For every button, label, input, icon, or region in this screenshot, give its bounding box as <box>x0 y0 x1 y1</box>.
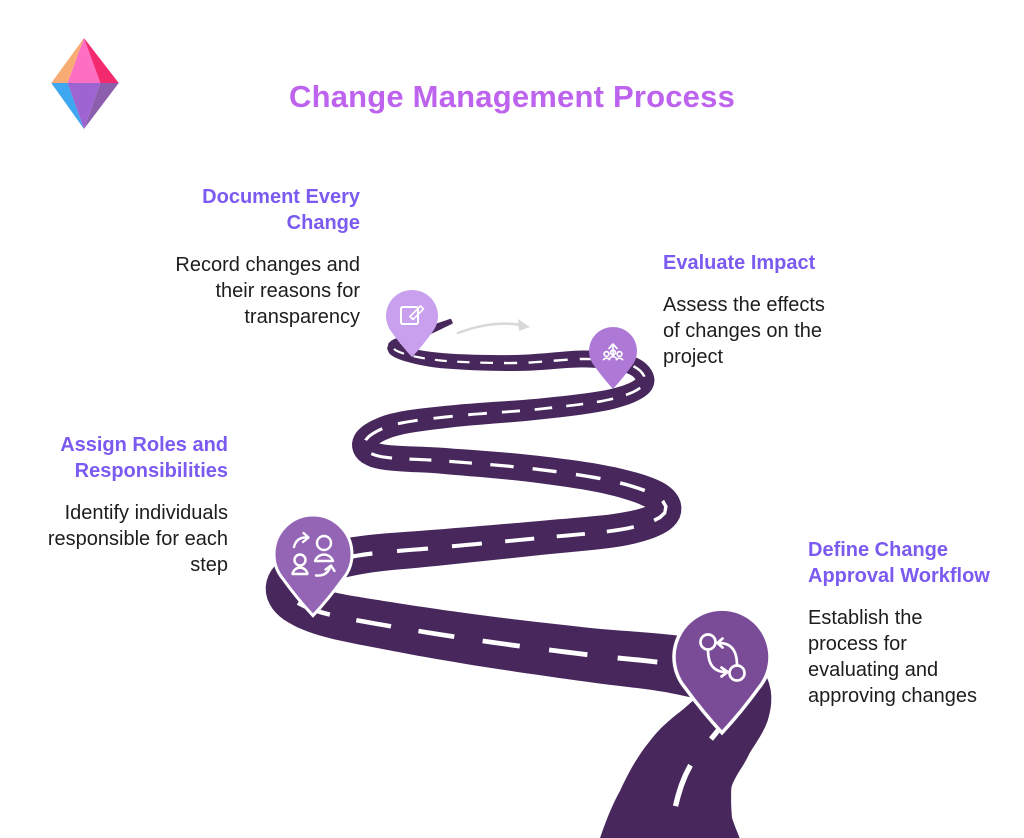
step-body: Identify individuals responsible for eac… <box>48 500 228 578</box>
road-center-dash <box>457 360 470 364</box>
road-center-dash <box>355 618 392 629</box>
road-center-dash <box>370 452 393 460</box>
road-center-dash <box>468 411 487 417</box>
road-center-dash <box>566 402 584 408</box>
road-center-dash <box>505 536 535 544</box>
logo-facet-bottom-center <box>67 82 101 129</box>
step-heading: Evaluate Impact <box>663 250 825 276</box>
road-center-dash <box>617 655 658 665</box>
pin-evaluate-impact <box>589 326 637 389</box>
road-center-dash <box>548 647 588 658</box>
road-center-dash <box>413 355 425 360</box>
step-heading-line: Assign Roles and <box>60 434 228 456</box>
road-center-dash <box>434 358 447 363</box>
step-body: Assess the effects of changes on the pro… <box>663 292 825 370</box>
road-center-dash <box>606 525 635 534</box>
road-center-dash <box>393 348 405 355</box>
step-heading: Define Change Approval Workflow <box>808 537 990 589</box>
step-approval-workflow: Define Change Approval Workflow Establis… <box>808 537 990 709</box>
gem-logo <box>51 38 119 129</box>
step-heading-line: Evaluate Impact <box>663 252 816 274</box>
road-center-dash <box>501 409 521 414</box>
road-center-dash <box>596 397 614 404</box>
map-pin <box>272 513 354 618</box>
road-center-dash <box>397 418 418 426</box>
impact-growth-icon <box>602 343 624 361</box>
page-title: Change Management Process <box>288 79 736 114</box>
road-center-dash <box>396 546 429 554</box>
road-center-dash <box>409 457 432 462</box>
road-continuation-arrowhead <box>518 319 530 331</box>
road-center-dash <box>553 358 568 362</box>
road-center-dash <box>528 360 543 364</box>
road-surface <box>265 318 772 838</box>
step-heading-line: Approval Workflow <box>808 565 990 587</box>
edit-note-icon <box>400 305 425 325</box>
road-center-dash <box>556 532 586 539</box>
step-heading-line: Change <box>286 212 360 234</box>
road-center-dash <box>482 638 521 649</box>
road-center-dash <box>625 386 641 397</box>
step-heading: Assign Roles and Responsibilities <box>48 432 228 484</box>
step-body-line: project <box>663 346 724 368</box>
step-body-line: their reasons for <box>215 280 360 302</box>
step-heading-line: Document Every <box>202 186 360 208</box>
step-assign-roles: Assign Roles and Responsibilities Identi… <box>48 432 228 578</box>
step-heading: Document Every Change <box>175 184 360 236</box>
pin-assign-roles <box>272 513 354 618</box>
step-evaluate-impact: Evaluate Impact Assess the effects of ch… <box>663 250 825 370</box>
logo-facet-bottom-left <box>51 82 84 129</box>
road-center-dash <box>534 406 553 411</box>
road-continuation-arrow <box>456 322 523 335</box>
road-center-dash <box>504 361 518 365</box>
map-pin <box>589 326 637 389</box>
road-center-dash <box>433 414 453 420</box>
pin-document-every-change <box>386 289 438 358</box>
step-heading-line: Define Change <box>808 539 949 561</box>
road-center-dash <box>619 481 646 493</box>
road-center-dash <box>364 427 383 441</box>
road-center-dash <box>672 763 693 807</box>
step-body-line: process for <box>808 633 907 655</box>
step-body-line: Record changes and <box>175 254 360 276</box>
step-body: Record changes and their reasons for tra… <box>175 252 360 330</box>
pin-approval-workflow <box>672 607 772 736</box>
approval-workflow-icon <box>699 633 746 682</box>
step-body-line: responsible for each <box>47 528 228 550</box>
step-body-line: step <box>190 554 228 576</box>
logo-facet-bottom-right <box>83 82 119 129</box>
step-body-line: Identify individuals <box>64 502 228 524</box>
step-body-line: approving changes <box>808 685 978 707</box>
step-body-line: Assess the effects <box>663 294 825 316</box>
road-center-dash <box>575 472 601 481</box>
step-body-line: Establish the <box>808 607 923 629</box>
road-center-dash <box>653 499 668 523</box>
road-center-dash <box>490 463 514 469</box>
step-body-line: of changes on the <box>663 320 823 342</box>
road-center-dash <box>418 628 455 639</box>
step-body-line: transparency <box>244 306 360 328</box>
logo-facet-top-center <box>67 38 101 83</box>
step-body-line: evaluating and <box>808 659 939 681</box>
role-swap-icon <box>291 531 336 577</box>
road-center-dash <box>480 361 493 364</box>
road-center-dash <box>451 541 483 549</box>
road-center-dash <box>532 467 557 474</box>
step-document-every-change: Document Every Change Record changes and… <box>175 184 360 330</box>
step-body: Establish the process for evaluating and… <box>808 605 990 709</box>
step-heading-line: Responsibilities <box>74 460 228 482</box>
road-center-dash <box>632 365 646 377</box>
road-center-dash <box>449 459 472 465</box>
